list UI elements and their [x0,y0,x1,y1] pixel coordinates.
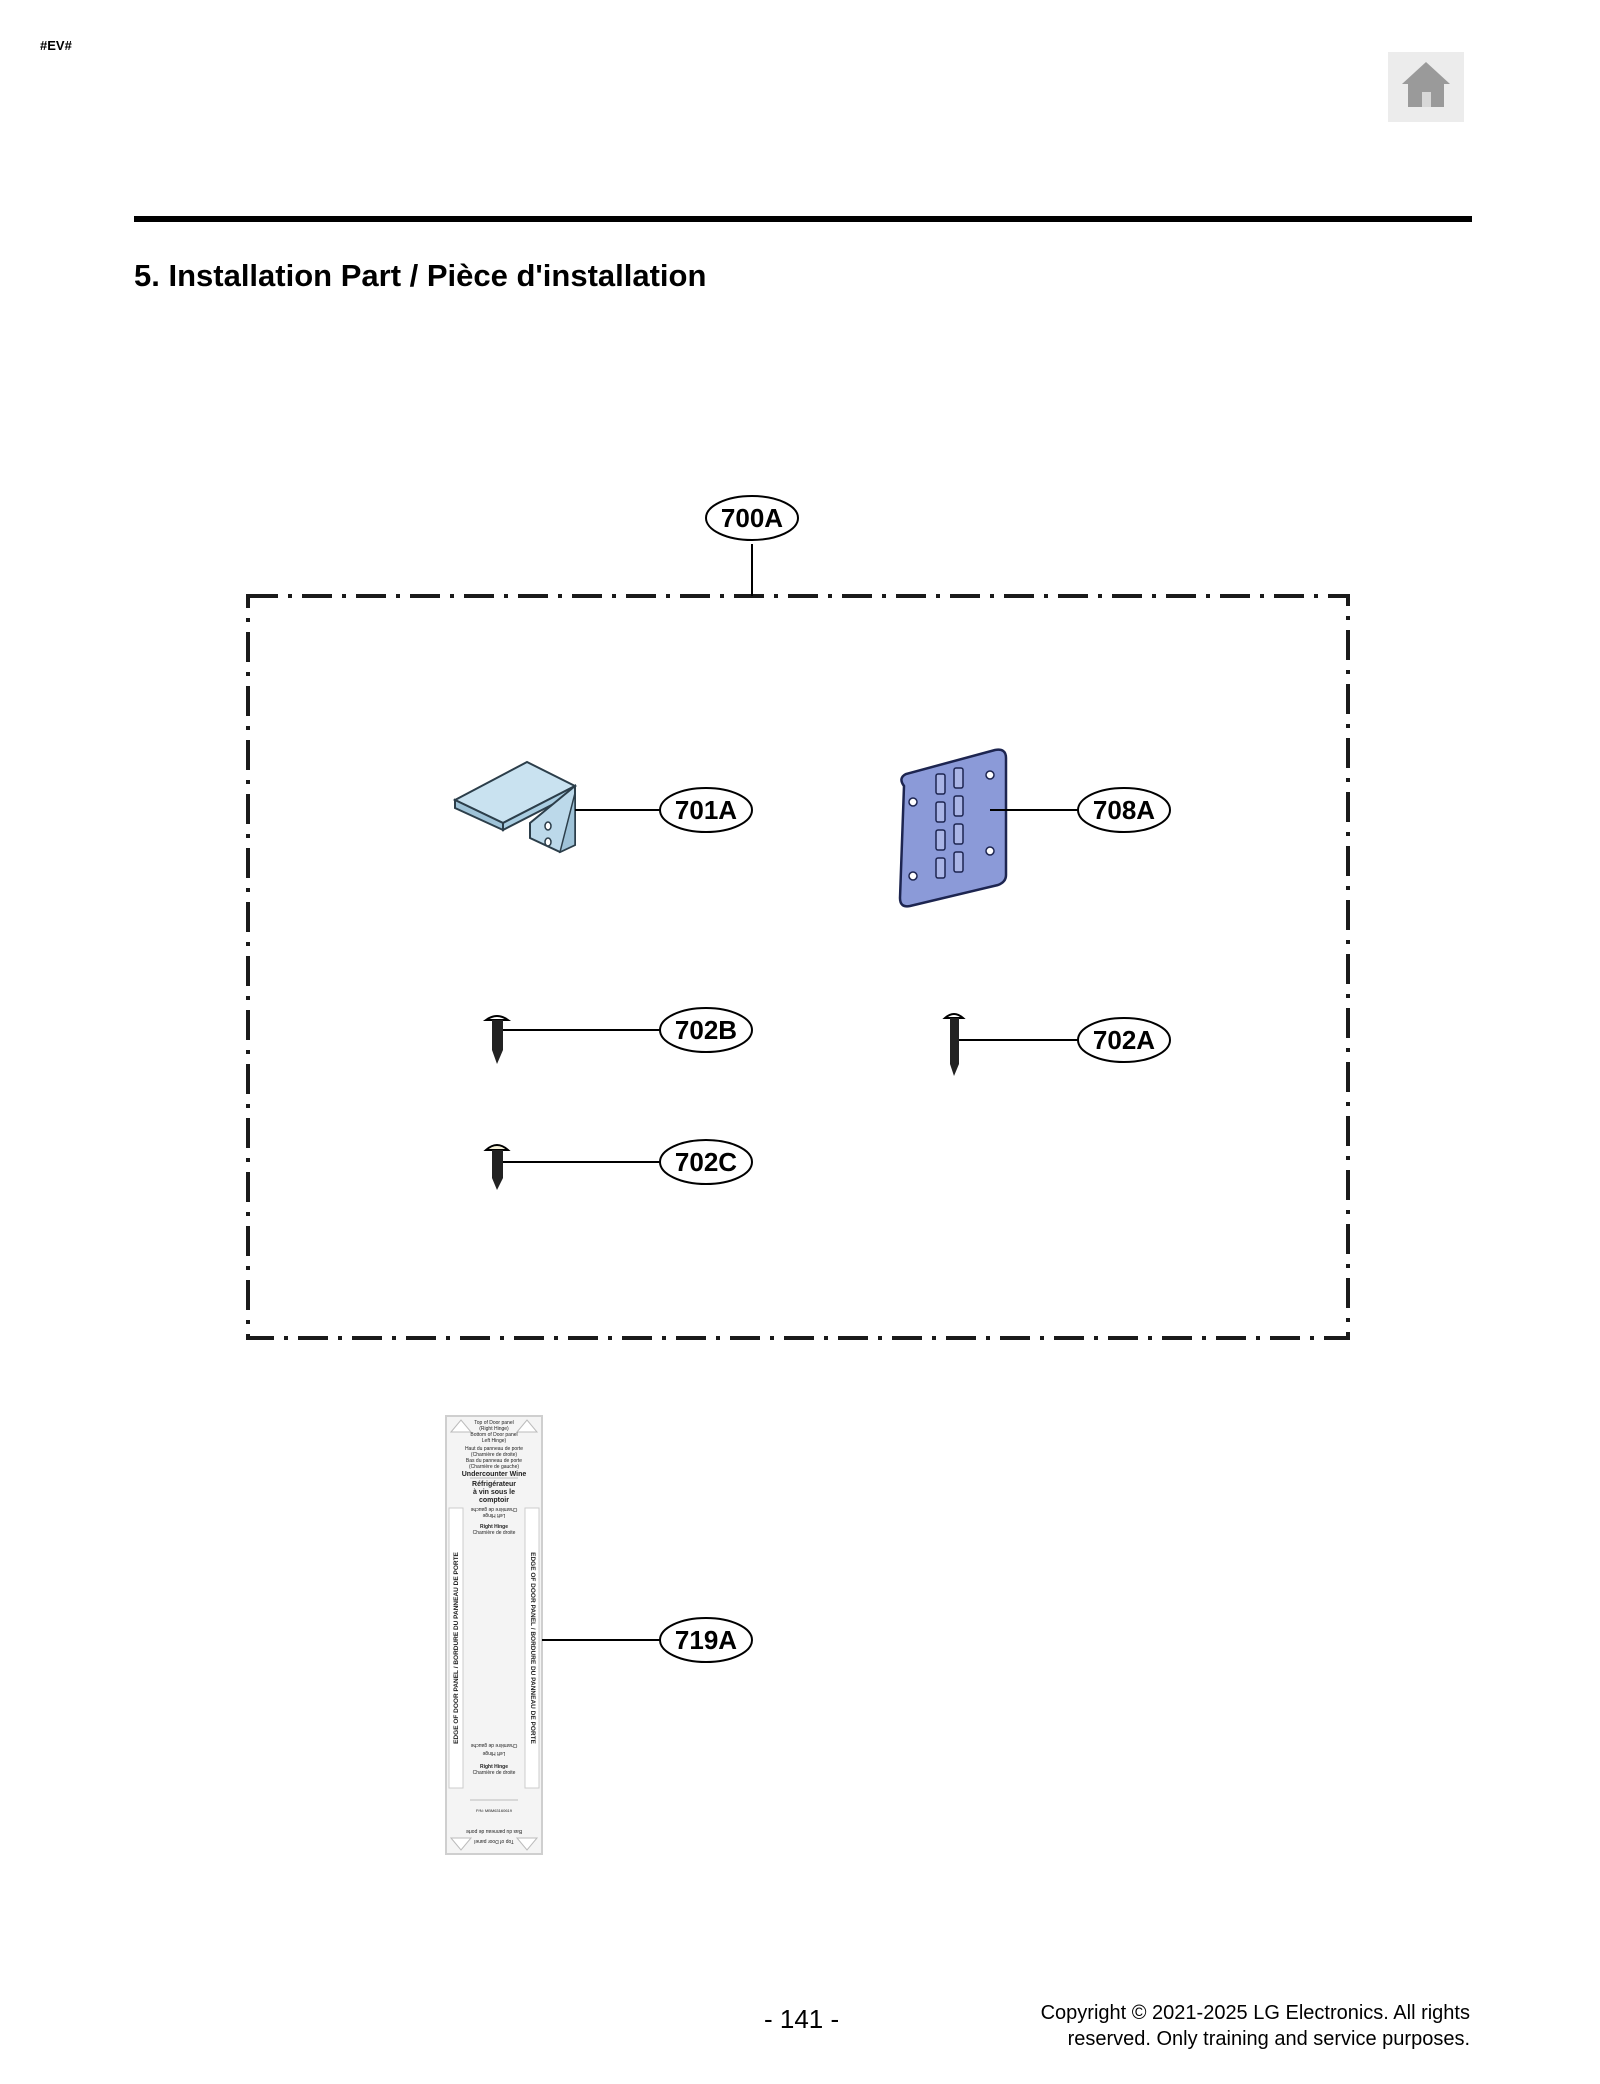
svg-text:Right Hinge: Right Hinge [480,1764,508,1770]
header-rule [134,216,1472,222]
svg-text:Top of Door panel: Top of Door panel [474,1838,513,1844]
callout-700A[interactable]: 700A [705,495,799,596]
svg-text:(Right Hinge): (Right Hinge) [479,1426,509,1432]
document-tag: #EV# [40,38,72,53]
svg-text:700A: 700A [721,503,783,533]
bracket-part-701A [452,760,578,854]
svg-text:Charnière de gauche: Charnière de gauche [470,1506,517,1512]
svg-text:EDGE OF DOOR PANEL / BORDURE D: EDGE OF DOOR PANEL / BORDURE DU PANNEAU … [453,1551,460,1743]
copyright-line-2: reserved. Only training and service purp… [1067,2028,1470,2050]
svg-text:Bas du panneau de porte: Bas du panneau de porte [466,1828,522,1834]
svg-text:Bottom of Door panel: Bottom of Door panel [470,1432,517,1438]
svg-text:(Charnière de droite): (Charnière de droite) [471,1452,517,1458]
svg-text:Haut du panneau de porte: Haut du panneau de porte [465,1446,523,1452]
svg-text:comptoir: comptoir [479,1497,509,1504]
svg-text:(Charnière de gauche): (Charnière de gauche) [469,1464,519,1470]
page-number: - 141 - [764,2004,840,2034]
svg-text:Left Hinge: Left Hinge [482,1750,505,1756]
callout-702C[interactable]: 702C [503,1139,753,1185]
screw-part-702C [483,1144,511,1190]
callout-702A[interactable]: 702A [959,1017,1171,1063]
svg-text:Bas du panneau de porte: Bas du panneau de porte [466,1458,522,1464]
svg-text:708A: 708A [1093,795,1155,825]
svg-text:Left Hinge: Left Hinge [482,1512,505,1518]
svg-text:702A: 702A [1093,1025,1155,1055]
kit-boundary-frame [246,594,1350,1340]
home-button[interactable] [1388,52,1464,122]
callout-702B[interactable]: 702B [503,1007,753,1053]
svg-text:702C: 702C [675,1147,737,1177]
copyright-line-1: Copyright © 2021-2025 LG Electronics. Al… [1040,2002,1470,2024]
svg-text:Charnière de droite: Charnière de droite [473,1770,516,1776]
svg-text:Right Hinge: Right Hinge [480,1524,508,1530]
svg-text:Réfrigérateur: Réfrigérateur [472,1481,516,1488]
svg-text:Charnière de droite: Charnière de droite [473,1530,516,1536]
callout-719A[interactable]: 719A [542,1617,753,1663]
screw-part-702A [942,1013,966,1076]
screw-part-702B [482,1015,512,1064]
svg-text:EDGE OF DOOR PANEL / BORDURE D: EDGE OF DOOR PANEL / BORDURE DU PANNEAU … [529,1552,536,1744]
hinge-plate-part-708A [898,748,1008,908]
svg-text:Undercounter Wine: Undercounter Wine [462,1471,527,1478]
copyright-notice: Copyright © 2021-2025 LG Electronics. Al… [950,2000,1470,2052]
svg-text:Top of Door panel: Top of Door panel [474,1420,513,1426]
home-icon [1402,62,1450,107]
section-title: 5. Installation Part / Pièce d'installat… [134,258,707,293]
svg-text:P/N: MBM63160619: P/N: MBM63160619 [476,1808,513,1813]
svg-text:Charnière de gauche: Charnière de gauche [470,1742,517,1748]
svg-text:à vin sous le: à vin sous le [473,1489,515,1496]
svg-text:701A: 701A [675,795,737,825]
svg-text:719A: 719A [675,1625,737,1655]
callout-708A[interactable]: 708A [990,787,1171,833]
callout-701A[interactable]: 701A [575,787,753,833]
svg-text:Left Hinge): Left Hinge) [482,1438,507,1444]
svg-text:702B: 702B [675,1015,737,1045]
template-label-part-719A: Top of Door panel (Right Hinge) Bottom o… [445,1415,543,1855]
